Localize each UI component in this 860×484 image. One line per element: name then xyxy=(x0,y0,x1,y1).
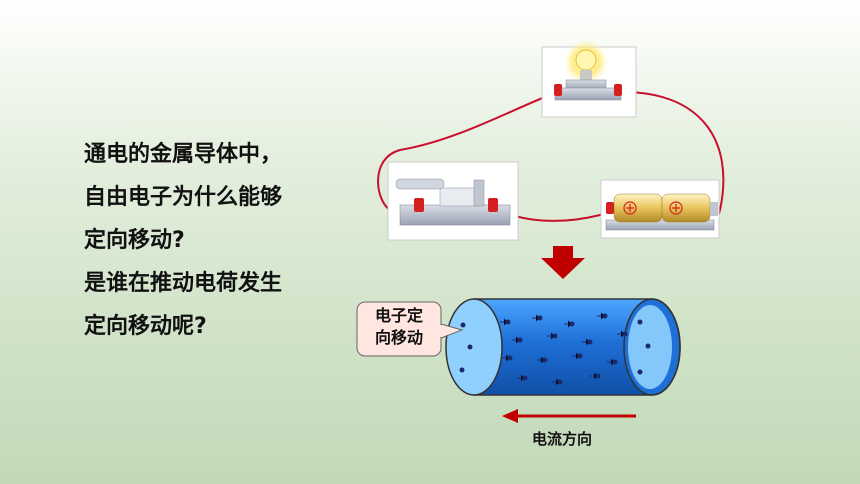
current-direction-label: 电流方向 xyxy=(532,430,593,448)
battery-icon xyxy=(600,179,720,239)
conductor-tube xyxy=(445,298,681,396)
question-line-5: 定向移动呢? xyxy=(84,314,207,339)
question-line-2: 自由电子为什么能够 xyxy=(84,185,283,210)
switch-icon xyxy=(387,161,519,241)
question-text: 通电的金属导体中， 自由电子为什么能够 定向移动? 是谁在推动电荷发生 定向移动… xyxy=(84,133,282,348)
callout-bubble xyxy=(356,301,464,357)
down-arrow-icon xyxy=(541,246,585,279)
left-arrow-icon xyxy=(502,409,636,423)
callout-line-2: 向移动 xyxy=(374,328,423,347)
callout-line-1: 电子定 xyxy=(374,306,423,325)
bulb-icon xyxy=(541,40,637,118)
question-line-4: 是谁在推动电荷发生 xyxy=(84,271,283,296)
question-line-3: 定向移动? xyxy=(84,228,185,253)
question-line-1: 通电的金属导体中， xyxy=(84,142,283,167)
callout-label: 电子定 向移动 xyxy=(362,305,436,349)
electron-arrows xyxy=(500,312,626,386)
